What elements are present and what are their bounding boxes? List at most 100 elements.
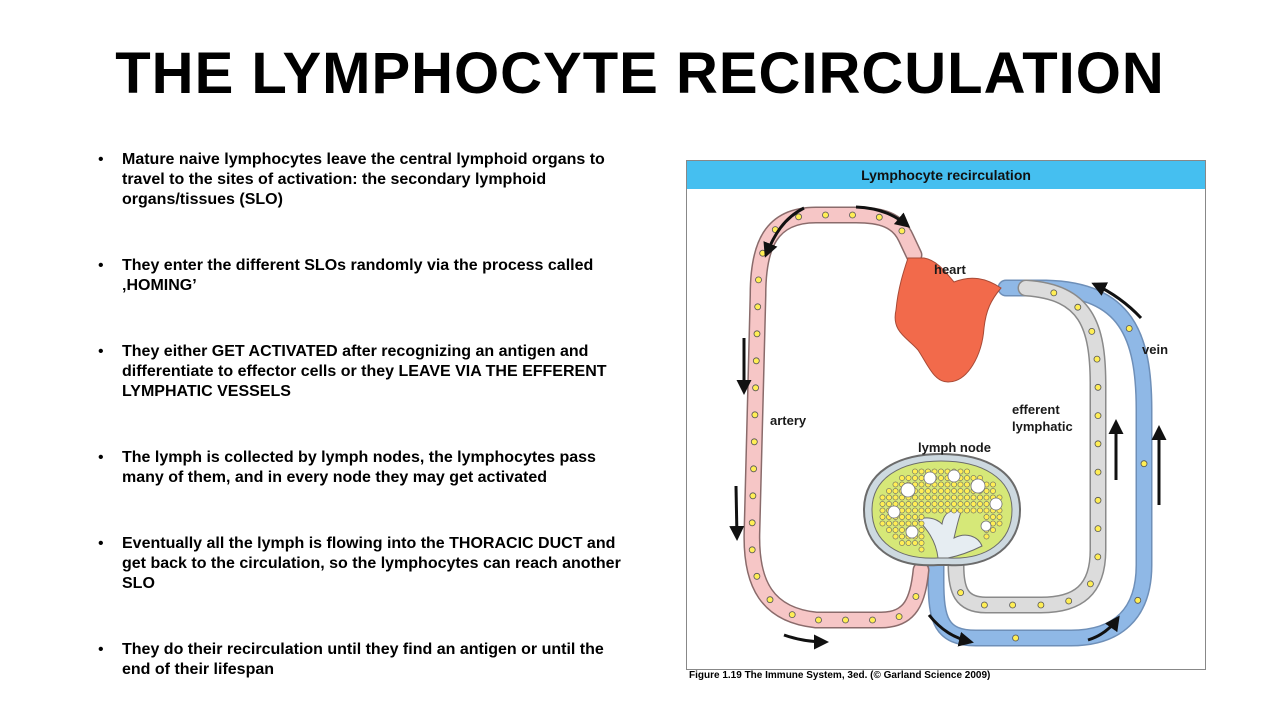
- lymphocyte-dot: [795, 213, 802, 221]
- lymphocyte-dot: [912, 501, 918, 507]
- lymphocyte-dot: [970, 501, 977, 507]
- lymphocyte-dot: [895, 613, 903, 621]
- lymphocyte-dot: [1134, 596, 1142, 604]
- lymphocyte-dot: [925, 494, 931, 501]
- flow-arrow-top: [855, 205, 911, 228]
- lymphocyte-dot: [983, 514, 990, 520]
- lymphocyte-dot: [957, 501, 964, 507]
- lymphocyte-dot: [918, 468, 925, 475]
- bullet-item: •The lymph is collected by lymph nodes, …: [98, 448, 633, 488]
- bullet-text: Mature naive lymphocytes leave the centr…: [122, 151, 605, 208]
- lymphocyte-dot: [748, 519, 756, 527]
- lymphocyte-dot: [892, 481, 899, 488]
- lymphocyte-dot: [964, 501, 970, 507]
- lymphocyte-dot: [899, 520, 905, 527]
- lymphocyte-dot: [750, 438, 758, 446]
- lymphocyte-dot: [1140, 460, 1148, 468]
- lymphocyte-dot: [977, 501, 983, 507]
- lymphocyte-dot: [918, 501, 925, 507]
- lymphocyte-dot: [905, 514, 912, 520]
- lymphocyte-dot: [879, 507, 886, 514]
- lymphocyte-dot: [1093, 355, 1101, 363]
- bullet-item: •They enter the different SLOs randomly …: [98, 256, 633, 296]
- follicle: [905, 525, 919, 539]
- follicle: [989, 497, 1003, 511]
- lymphocyte-dot: [886, 501, 892, 507]
- follicle: [980, 520, 992, 532]
- lymphocyte-dot: [766, 596, 774, 604]
- lymphocyte-dot: [970, 494, 977, 501]
- lymphocyte-dot: [938, 468, 944, 475]
- lymphocyte-dot: [1094, 525, 1102, 533]
- lymphocyte-dot: [918, 475, 925, 481]
- lymphocyte-dot: [905, 475, 912, 481]
- lymphocyte-dot: [912, 468, 918, 475]
- lymphocyte-dot: [842, 616, 849, 624]
- follicle: [887, 505, 901, 519]
- label-efferent: efferent: [1012, 402, 1060, 417]
- lymphocyte-dot: [957, 481, 964, 488]
- lymphocyte-dot: [752, 357, 760, 365]
- lymphocyte-dot: [931, 507, 938, 514]
- lymphocyte-dot: [749, 492, 757, 500]
- bullet-list: • Mature naive lymphocytes leave the cent…: [98, 150, 633, 726]
- lymphocyte-dot: [944, 488, 951, 494]
- lymphocyte-recirculation-diagram: Lymphocyte recirculation heart vein arte…: [686, 160, 1206, 670]
- lymphocyte-dot: [957, 494, 964, 501]
- lymphocyte-dot: [759, 249, 767, 257]
- lymphocyte-dot: [918, 481, 925, 488]
- lymphocyte-dot: [996, 520, 1003, 527]
- lymphocyte-dot: [938, 488, 944, 494]
- lymphocyte-dot: [918, 546, 925, 553]
- lymph-node: [862, 452, 1022, 567]
- lymph-node-follicles: [887, 469, 1003, 539]
- flow-arrow-top-left: [763, 206, 805, 258]
- lymphocyte-dot: [899, 540, 905, 546]
- lymphocyte-dot: [925, 501, 931, 507]
- lymphocyte-dot: [990, 481, 996, 488]
- lymphocyte-dot: [1065, 597, 1073, 605]
- follicle: [900, 482, 916, 498]
- lymphocyte-dot: [886, 494, 892, 501]
- lymphocyte-dot: [752, 384, 759, 392]
- lymphocyte-dot: [899, 501, 905, 507]
- lymphocyte-dot: [912, 475, 918, 481]
- bullet-marker: •: [98, 343, 104, 360]
- lymphocyte-dot: [912, 514, 918, 520]
- lymphocyte-dot: [938, 475, 944, 481]
- lymphocyte-dot: [751, 411, 759, 419]
- lymphocyte-dot: [944, 507, 951, 514]
- flow-arrow-bottom-vein: [927, 614, 974, 647]
- lymphocyte-dot: [879, 494, 886, 501]
- figure-header: Lymphocyte recirculation: [861, 167, 1031, 183]
- flow-arrows: [729, 205, 1167, 650]
- lymphocyte-dot: [990, 488, 996, 494]
- lymphocyte-dot: [1086, 580, 1094, 588]
- lymphocyte-dot: [1094, 412, 1102, 420]
- lymphocyte-dot: [938, 494, 944, 501]
- lymphocyte-dot: [879, 514, 886, 520]
- lymphocyte-dot: [753, 330, 761, 338]
- lymphocyte-dot: [905, 507, 912, 514]
- bullet-item: •They do their recirculation until they …: [98, 640, 633, 680]
- bullet-marker: •: [98, 641, 104, 658]
- label-lymphatic: lymphatic: [1012, 419, 1073, 434]
- lymphocyte-dot: [1012, 634, 1020, 642]
- lymphocyte-dot: [964, 494, 970, 501]
- lymphocyte-dot: [957, 488, 964, 494]
- lymphocyte-dot: [753, 572, 761, 580]
- bullet-item: • They either GET ACTIVATED after recogni…: [98, 342, 633, 402]
- lymphocyte-dot: [1050, 289, 1058, 297]
- lymphocyte-dot: [875, 213, 883, 221]
- bullet-text: They either GET ACTIVATED after recogniz…: [122, 343, 607, 400]
- lymphocyte-dot: [951, 501, 957, 507]
- lymphocyte-dot: [918, 494, 925, 501]
- lymphocyte-dot: [944, 494, 951, 501]
- lymphocyte-dot: [918, 507, 925, 514]
- lymphocyte-dot: [918, 488, 925, 494]
- lymphocyte-dot: [964, 507, 970, 514]
- lymphocyte-dot: [951, 507, 957, 514]
- follicle: [923, 471, 937, 485]
- lymphocyte-dot: [931, 494, 938, 501]
- lymphocyte-dot: [905, 540, 912, 546]
